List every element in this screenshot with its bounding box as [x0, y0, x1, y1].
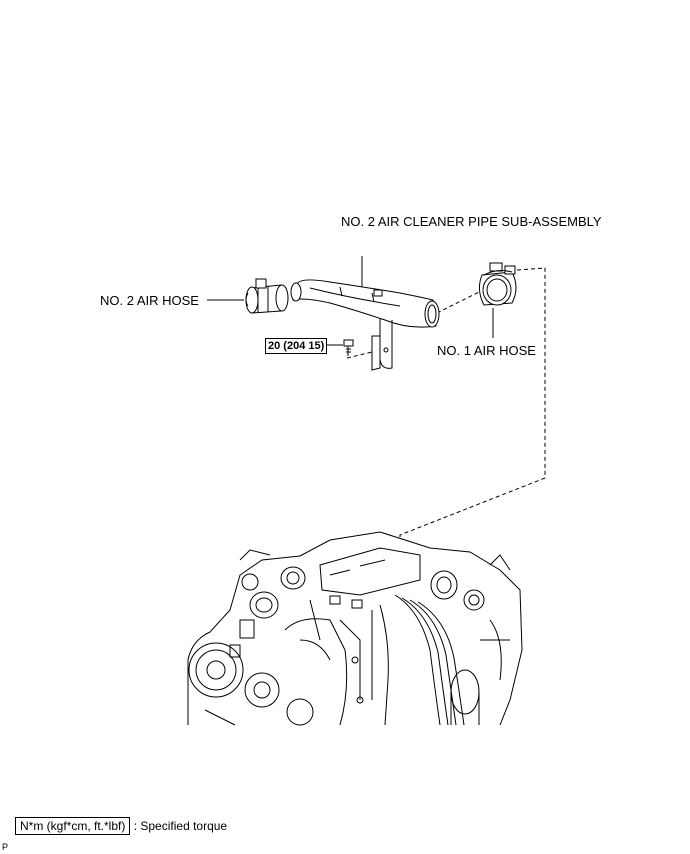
legend-unit-box: N*m (kgf*cm, ft.*lbf): [15, 817, 131, 835]
leader-lines: [207, 256, 494, 346]
pipe-sub-assembly-label: NO. 2 AIR CLEANER PIPE SUB-ASSEMBLY: [341, 214, 602, 229]
no1-air-hose-label: NO. 1 AIR HOSE: [437, 343, 536, 358]
figure-code: P: [2, 842, 9, 852]
bolt-drawing: [343, 339, 354, 356]
legend-description: : Specified torque: [133, 819, 228, 833]
no1-air-hose-drawing: [478, 262, 517, 306]
engine-drawing: [187, 531, 523, 726]
no2-air-hose-drawing: [245, 278, 289, 314]
air-cleaner-pipe-drawing: [290, 279, 440, 371]
no2-air-hose-label: NO. 2 AIR HOSE: [100, 293, 199, 308]
torque-legend: N*m (kgf*cm, ft.*lbf) : Specified torque: [15, 817, 227, 835]
torque-value-box: 20 (204 15): [265, 338, 328, 354]
